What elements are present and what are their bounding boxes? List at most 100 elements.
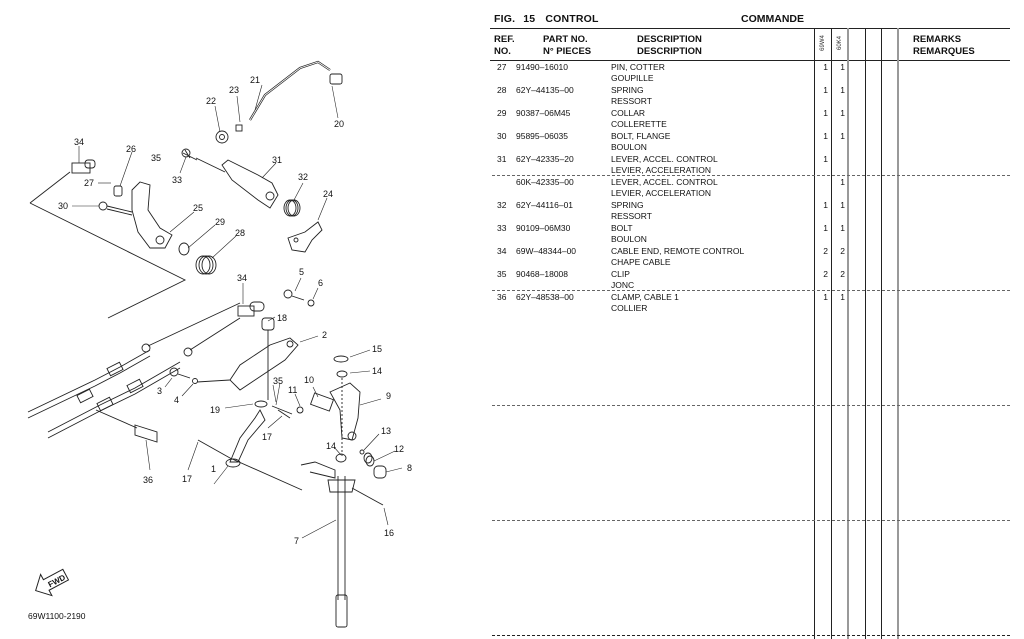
callout[interactable]: 8	[407, 463, 412, 473]
spring-part	[363, 452, 375, 467]
callout-labels: 1 2 3 4 5 6 7 8 9 10 11 12 13 14 14 15 1…	[58, 75, 412, 546]
callout[interactable]: 27	[84, 178, 94, 188]
part-number: 95895–06035	[516, 131, 569, 141]
ref-number: 35	[497, 269, 507, 279]
header-part-en: PART NO.	[543, 34, 588, 45]
callout[interactable]: 11	[288, 385, 297, 395]
callout[interactable]: 35	[273, 376, 283, 386]
description-fr: BOULON	[611, 142, 647, 152]
callout[interactable]: 17	[262, 432, 272, 442]
spring-part	[195, 255, 217, 275]
callout[interactable]: 13	[381, 426, 391, 436]
ref-number: 33	[497, 223, 507, 233]
description-fr: RESSORT	[611, 96, 652, 106]
callout[interactable]: 1	[211, 464, 216, 474]
callout[interactable]: 26	[126, 144, 136, 154]
assembly-bracket-line	[29, 202, 187, 319]
callout[interactable]: 31	[272, 155, 282, 165]
part-number: 69W–48344–00	[516, 246, 577, 256]
callout[interactable]: 21	[250, 75, 260, 85]
callout[interactable]: 28	[235, 228, 245, 238]
accel-lever-part	[221, 159, 279, 209]
qty-69w4: 1	[823, 223, 828, 233]
column-divider	[814, 28, 815, 639]
callout[interactable]: 10	[304, 375, 314, 385]
description-en: PIN, COTTER	[611, 62, 665, 72]
header-model-60k4: 60K4	[837, 36, 843, 51]
callout[interactable]: 14	[372, 366, 382, 376]
qty-60k4: 1	[840, 108, 845, 118]
callout[interactable]: 22	[206, 96, 216, 106]
ref-number: 32	[497, 200, 507, 210]
callout[interactable]: 34	[74, 137, 84, 147]
callout[interactable]: 6	[318, 278, 323, 288]
bracket-part	[329, 382, 361, 441]
callout[interactable]: 16	[384, 528, 394, 538]
qty-69w4: 1	[823, 108, 828, 118]
assembly-bracket-line	[29, 171, 71, 204]
qty-69w4: 1	[823, 131, 828, 141]
description-fr: LEVIER, ACCELERATION	[611, 188, 711, 198]
row-separator	[492, 405, 1010, 406]
exploded-parts-diagram: 1 2 3 4 5 6 7 8 9 10 11 12 13 14 14 15 1…	[27, 60, 412, 628]
callout[interactable]: 4	[174, 395, 179, 405]
description-fr: COLLIER	[611, 303, 648, 313]
callout[interactable]: 25	[193, 203, 203, 213]
description-fr: COLLERETTE	[611, 119, 667, 129]
description-en: CABLE END, REMOTE CONTROL	[611, 246, 745, 256]
callout[interactable]: 12	[394, 444, 404, 454]
ref-number: 30	[497, 131, 507, 141]
callout[interactable]: 23	[229, 85, 239, 95]
callout[interactable]: 34	[237, 273, 247, 283]
cable-end-part	[237, 305, 255, 317]
header-part-no: PART NO. N° PIECES	[543, 34, 591, 58]
header-desc-fr: DESCRIPTION	[637, 46, 702, 57]
callout[interactable]: 2	[322, 330, 327, 340]
callout[interactable]: 17	[182, 474, 192, 484]
part-number: 60K–42335–00	[516, 177, 574, 187]
part-number: 62Y–42335–20	[516, 154, 574, 164]
spring-part	[283, 199, 301, 217]
part-number: 90468–18008	[516, 269, 569, 279]
header-bottom-border	[490, 60, 1010, 61]
shaft-part	[300, 461, 336, 479]
callout[interactable]: 18	[277, 313, 287, 323]
description-fr: BOULON	[611, 234, 647, 244]
plate-part	[287, 221, 323, 253]
cable-part	[27, 343, 193, 439]
column-divider	[847, 28, 849, 639]
callout[interactable]: 29	[215, 217, 225, 227]
main-lever-part	[229, 337, 299, 391]
header-ref-en: REF.	[494, 34, 515, 45]
fwd-arrow-icon: FWD	[35, 568, 70, 597]
callout[interactable]: 5	[299, 267, 304, 277]
callout[interactable]: 20	[334, 119, 344, 129]
description-fr: CHAPE CABLE	[611, 257, 671, 267]
joint-part	[215, 130, 229, 144]
description-en: SPRING	[611, 85, 644, 95]
callout[interactable]: 35	[151, 153, 161, 163]
callout[interactable]: 36	[143, 475, 153, 485]
ref-number: 28	[497, 85, 507, 95]
callout[interactable]: 33	[172, 175, 182, 185]
qty-60k4: 1	[840, 223, 845, 233]
callout[interactable]: 32	[298, 172, 308, 182]
description-en: LEVER, ACCEL. CONTROL	[611, 177, 718, 187]
ref-number: 34	[497, 246, 507, 256]
callout[interactable]: 19	[210, 405, 220, 415]
description-en: LEVER, ACCEL. CONTROL	[611, 154, 718, 164]
callout[interactable]: 7	[294, 536, 299, 546]
qty-69w4: 1	[823, 200, 828, 210]
description-fr: JONC	[611, 280, 635, 290]
description-fr: RESSORT	[611, 211, 652, 221]
header-description: DESCRIPTION DESCRIPTION	[637, 34, 702, 58]
callout[interactable]: 30	[58, 201, 68, 211]
callout[interactable]: 9	[386, 391, 391, 401]
callout[interactable]: 3	[157, 386, 162, 396]
callout[interactable]: 15	[372, 344, 382, 354]
callout[interactable]: 14	[326, 441, 336, 451]
callout[interactable]: 24	[323, 189, 333, 199]
qty-60k4: 2	[840, 269, 845, 279]
description-fr: LEVIER, ACCELERATION	[611, 165, 711, 175]
column-divider	[881, 28, 882, 639]
